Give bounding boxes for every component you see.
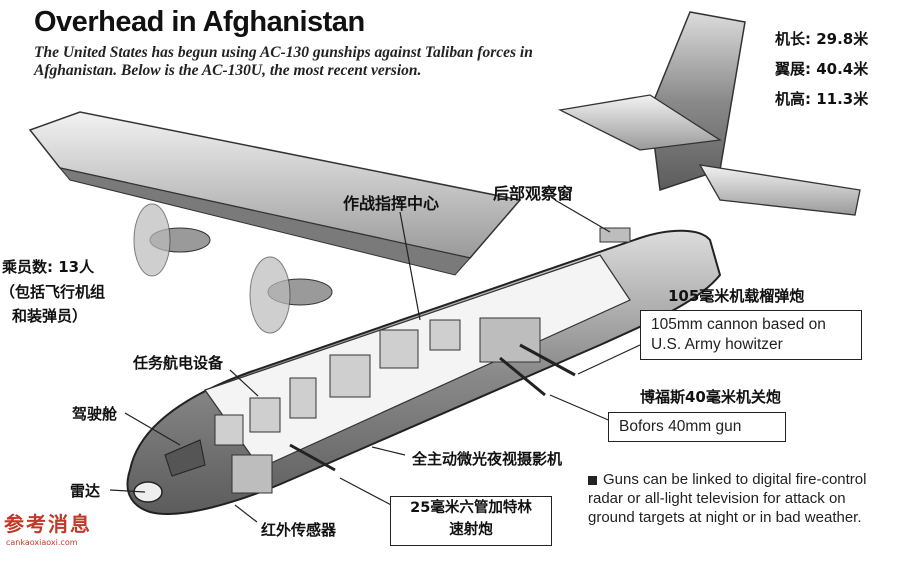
tail-fin [557,11,861,216]
callout-gatling-line1: 25毫米六管加特林 [410,500,532,516]
label-rear-window: 后部观察窗 [493,184,574,203]
main-wing [28,111,522,276]
gun-note: Guns can be linked to digital fire-contr… [588,470,888,527]
crew-detail-1: （包括飞行机组 [0,283,106,301]
label-ir-sensor: 红外传感器 [261,521,337,539]
callout-howitzer: 105mm cannon based on U.S. Army howitzer [640,310,862,360]
callout-howitzer-line2: U.S. Army howitzer [651,336,783,353]
engines [133,203,333,334]
callout-gatling-line2: 速射炮 [449,522,493,538]
callout-bofors-text: Bofors 40mm gun [619,418,742,435]
leader-lines [109,199,641,523]
spec-length: 机长: 29.8米 [775,30,869,48]
interior-equipment [214,227,631,494]
spec-wingspan: 翼展: 40.4米 [775,60,869,78]
label-howitzer-cn: 105毫米机载榴弹炮 [668,287,805,305]
spec-height: 机高: 11.3米 [775,90,869,108]
callout-gatling: 25毫米六管加特林 速射炮 [390,496,552,546]
callout-howitzer-line1: 105mm cannon based on [651,316,826,333]
callout-bofors: Bofors 40mm gun [608,412,786,442]
label-bofors-cn: 博福斯40毫米机关炮 [640,388,781,406]
crew-count: 乘员数: 13人 [2,258,95,276]
page-subtitle: The United States has begun using AC-130… [34,44,533,79]
label-command-center: 作战指挥中心 [343,194,440,213]
watermark-url: cankaoxiaoxi.com [6,538,78,547]
label-avionics: 任务航电设备 [133,354,224,372]
guns [289,343,576,472]
watermark-logo: 参考消息 [4,512,92,536]
page-title: Overhead in Afghanistan [34,6,365,38]
gun-note-text: Guns can be linked to digital fire-contr… [588,471,867,526]
crew-detail-2: 和装弹员） [12,307,88,325]
label-radar: 雷达 [70,482,101,500]
label-cockpit: 驾驶舱 [72,405,118,423]
label-tv-camera: 全主动微光夜视摄影机 [412,450,563,468]
bullet-square-icon [588,475,597,485]
